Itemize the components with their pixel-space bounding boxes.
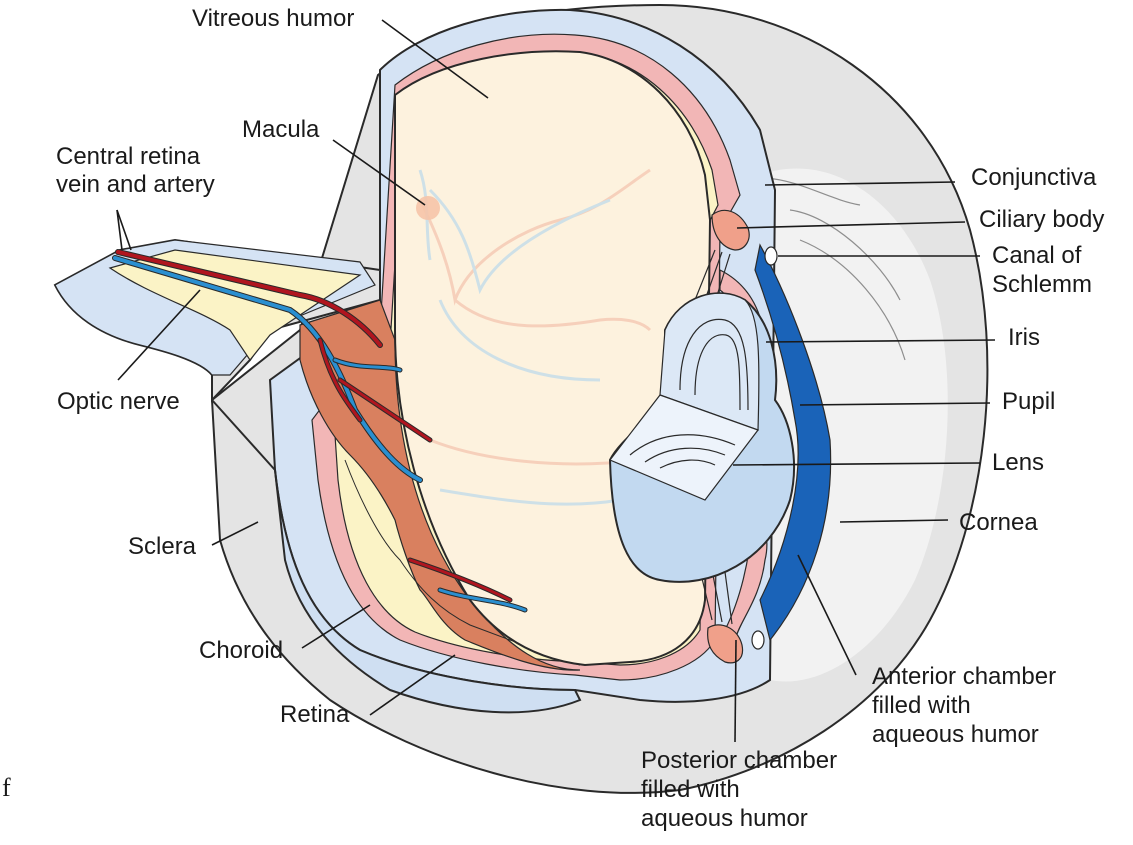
canal-of-schlemm-bottom [751,630,765,650]
corner-mark: f [2,773,11,802]
label-macula: Macula [242,116,320,143]
label-sclera: Sclera [128,533,197,560]
label-canal-1: Canal of [992,242,1082,269]
labels: Vitreous humor Macula Central retina vei… [2,5,1104,832]
label-cornea: Cornea [959,509,1038,536]
label-lens: Lens [992,449,1044,476]
label-central-retina-1: Central retina [56,143,201,170]
label-vitreous-humor: Vitreous humor [192,5,354,32]
label-central-retina-2: vein and artery [56,171,215,198]
central-vessels [112,249,528,613]
canal-of-schlemm-top [764,246,778,266]
label-anterior-3: aqueous humor [872,721,1039,748]
label-optic-nerve: Optic nerve [57,388,180,415]
leader-lines [116,19,996,743]
label-posterior-1: Posterior chamber [641,747,837,774]
label-canal-2: Schlemm [992,271,1092,298]
retinal-vessels-faint [418,168,652,506]
label-posterior-2: filled with [641,776,740,803]
label-iris: Iris [1008,324,1040,351]
label-ciliary-body: Ciliary body [979,206,1104,233]
label-anterior-1: Anterior chamber [872,663,1056,690]
label-conjunctiva: Conjunctiva [971,164,1097,191]
macula-spot [416,196,440,220]
label-pupil: Pupil [1002,388,1055,415]
label-choroid: Choroid [199,637,283,664]
label-retina: Retina [280,701,350,728]
anterior-segment [608,209,832,664]
label-anterior-2: filled with [872,692,971,719]
label-posterior-3: aqueous humor [641,805,808,832]
